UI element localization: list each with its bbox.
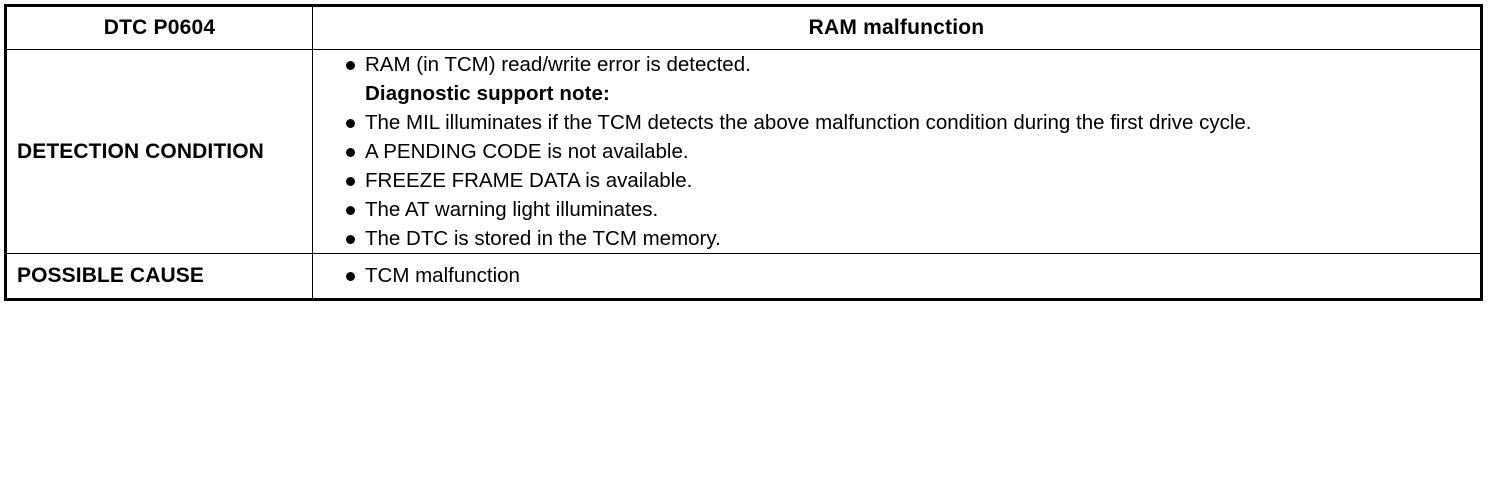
list-item: The DTC is stored in the TCM memory. (313, 224, 1480, 253)
list-item-text: TCM malfunction (365, 264, 520, 287)
diagnostic-support-note-heading: Diagnostic support note: (313, 79, 1480, 108)
list-item-text: The DTC is stored in the TCM memory. (365, 227, 721, 250)
list-item: The MIL illuminates if the TCM detects t… (313, 108, 1480, 137)
possible-cause-content-cell: TCM malfunction (312, 253, 1482, 300)
list-item-text: RAM (in TCM) read/write error is detecte… (365, 53, 751, 76)
fault-name-header-cell: RAM malfunction (312, 5, 1482, 50)
possible-cause-row: POSSIBLE CAUSE TCM malfunction (5, 253, 1482, 300)
list-item: A PENDING CODE is not available. (313, 137, 1480, 166)
possible-cause-list: TCM malfunction (313, 254, 1480, 298)
list-item-text: The MIL illuminates if the TCM detects t… (365, 111, 1252, 134)
list-item-text: The AT warning light illuminates. (365, 198, 659, 221)
list-item-text: FREEZE FRAME DATA is available. (365, 169, 693, 192)
dtc-code-header-cell: DTC P0604 (5, 5, 313, 50)
note-text: Diagnostic support note: (365, 82, 610, 105)
detection-condition-content-cell: RAM (in TCM) read/write error is detecte… (312, 49, 1482, 254)
possible-cause-label-cell: POSSIBLE CAUSE (5, 253, 313, 300)
list-item: RAM (in TCM) read/write error is detecte… (313, 50, 1480, 79)
table-header-row: DTC P0604 RAM malfunction (5, 5, 1482, 50)
detection-condition-label-cell: DETECTION CONDITION (5, 49, 313, 254)
dtc-table: DTC P0604 RAM malfunction DETECTION COND… (4, 4, 1483, 301)
list-item: FREEZE FRAME DATA is available. (313, 166, 1480, 195)
list-item-text: A PENDING CODE is not available. (365, 140, 689, 163)
list-item: The AT warning light illuminates. (313, 195, 1480, 224)
list-item: TCM malfunction (313, 254, 1480, 298)
detection-condition-label: DETECTION CONDITION (17, 139, 264, 163)
detection-condition-list: RAM (in TCM) read/write error is detecte… (313, 50, 1480, 253)
possible-cause-label: POSSIBLE CAUSE (17, 264, 204, 287)
detection-condition-row: DETECTION CONDITION RAM (in TCM) read/wr… (5, 49, 1482, 254)
